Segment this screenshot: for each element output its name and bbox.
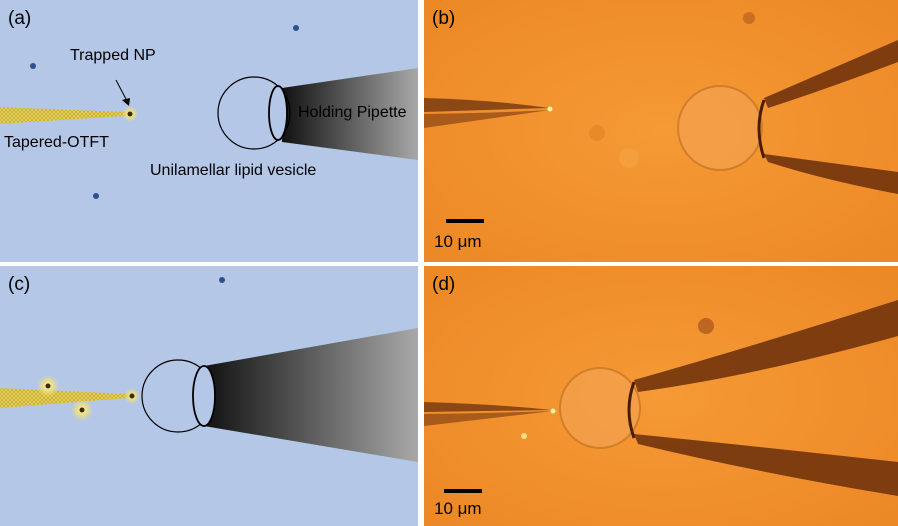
vesicle-label: Unilamellar lipid vesicle [150,162,317,179]
scale-bar [444,489,482,493]
panel-a-label: (a) [8,8,32,29]
scale-bar [446,219,484,223]
panel-b-label: (b) [432,8,456,29]
holding-pipette [282,68,418,160]
tapered-otft-label: Tapered-OTFT [4,134,109,151]
arrow-head [122,98,130,106]
arrow-line [115,79,128,102]
debris-spot [743,12,755,24]
holding-pipette-upper [764,40,898,108]
fiber-tip [424,402,552,412]
trapped-np [129,393,135,399]
trapped-np [45,383,51,389]
trapped-np [550,408,556,414]
debris-spot [589,125,605,141]
trapped-np-label: Trapped NP [70,47,156,64]
debris-spot [698,318,714,334]
holding-pipette-label: Holding Pipette [298,104,407,121]
scale-bar-label: 10 μm [434,232,482,251]
vesicle-aspiration [192,365,216,427]
fiber-tip [424,98,549,112]
fiber-tip [424,411,553,426]
trapped-np [127,111,133,117]
panel-b-drawing [424,0,898,262]
nanoparticle [30,63,36,69]
debris-spot [619,148,639,168]
panel-d-micrograph: (d) 10 μm [424,266,898,526]
tapered-fiber [0,388,133,408]
panel-d-label: (d) [432,274,456,295]
fiber-tip [424,110,550,128]
panel-a-drawing [0,25,418,199]
tapered-fiber [0,107,130,124]
trapped-np [79,407,85,413]
debris-spot [521,433,527,439]
vesicle [217,76,291,150]
nanoparticle [93,193,99,199]
panel-c-drawing [0,277,418,462]
panel-c-label: (c) [8,274,31,295]
trapped-np [547,106,553,112]
panel-a-schematic: (a) Trapped NP Tapered-OTFT Holding Pipe… [0,0,418,262]
scale-bar-label: 10 μm [434,499,482,518]
panel-c-schematic: (c) [0,266,418,526]
vesicle [559,367,641,449]
pipette-tip [757,99,766,159]
holding-pipette [204,328,418,462]
vesicle-aspiration [268,85,288,141]
holding-pipette-lower [764,154,898,194]
panel-d-drawing [424,266,898,526]
nanoparticle [219,277,225,283]
nanoparticle [293,25,299,31]
vesicle [677,85,763,171]
holding-pipette-lower [634,434,898,496]
pipette-tip [627,381,636,439]
panel-b-micrograph: (b) 10 μm [424,0,898,262]
holding-pipette-upper [634,300,898,392]
